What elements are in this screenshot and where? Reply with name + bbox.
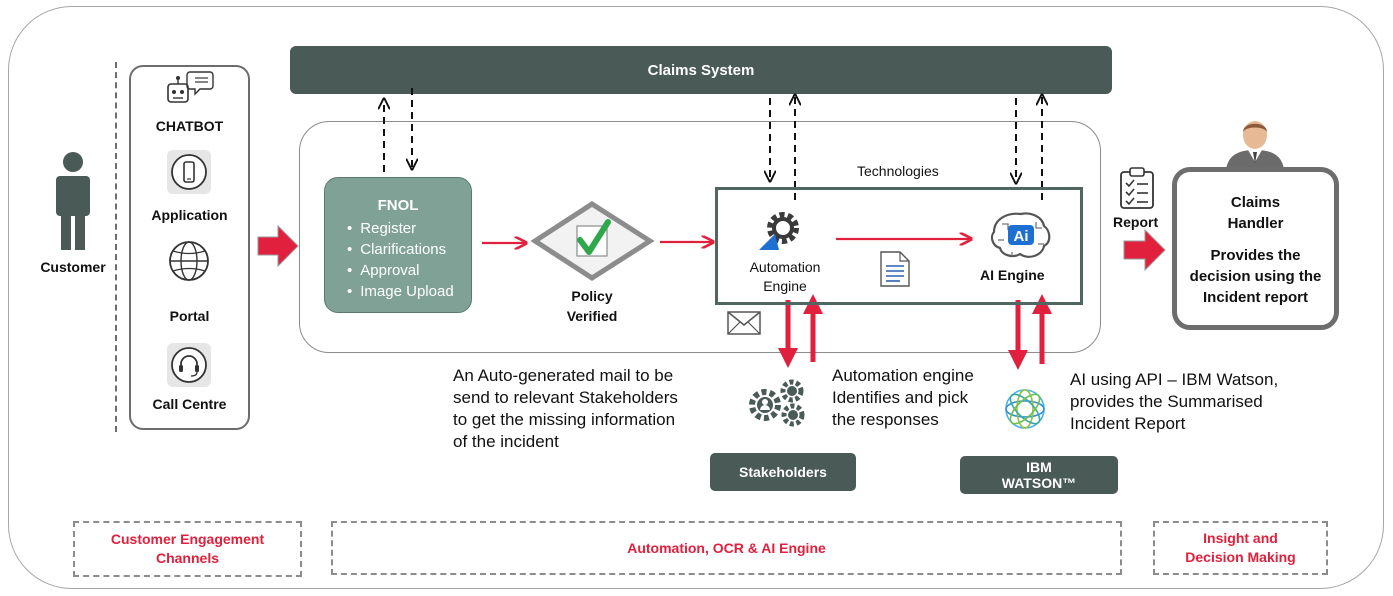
ibm-watson-label: IBM WATSON™ xyxy=(960,456,1118,494)
document-icon xyxy=(880,251,910,287)
channel-separator xyxy=(115,62,117,432)
mail-note: An Auto-generated mail to be send to rel… xyxy=(453,366,678,451)
ai-note: AI using API – IBM Watson, provides the … xyxy=(1070,370,1279,433)
fnol-item-register: Register xyxy=(347,218,471,239)
channel-label-chatbot: CHATBOT xyxy=(155,118,224,134)
stakeholders-label: Stakeholders xyxy=(710,453,856,491)
claims-system-bar: Claims System xyxy=(290,46,1112,94)
mobile-phone-icon xyxy=(167,150,211,194)
customer-label: Customer xyxy=(40,259,106,275)
fnol-item-approval: Approval xyxy=(347,260,471,281)
footer-insight-decision: Insight and Decision Making xyxy=(1153,521,1328,575)
gear-cursor-icon xyxy=(759,212,799,250)
fnol-list: Register Clarifications Approval Image U… xyxy=(325,218,471,302)
fnol-title: FNOL xyxy=(377,197,419,214)
chatbot-icon xyxy=(167,71,214,103)
watson-globe-icon xyxy=(1005,389,1045,429)
technologies-label: Technologies xyxy=(857,163,939,179)
fnol-box: FNOL Register Clarifications Approval Im… xyxy=(324,177,472,313)
claims-handler-desc-3: Incident report xyxy=(1202,289,1308,306)
claims-handler-title-1: Claims xyxy=(1230,194,1281,211)
channels-to-fnol-arrow xyxy=(257,224,299,268)
ai-engine-label: AI Engine xyxy=(980,267,1045,283)
headset-icon xyxy=(167,343,211,387)
claims-system-label: Claims System xyxy=(647,61,755,79)
ai-brain-icon: Ai xyxy=(990,212,1051,258)
automation-note: Automation engine Identifies and pick th… xyxy=(832,366,974,429)
claims-handler-desc-2: decision using the xyxy=(1189,268,1322,285)
customer-icon xyxy=(56,152,90,250)
process-frame xyxy=(299,121,1101,353)
svg-text:Ai: Ai xyxy=(1014,228,1029,245)
claims-handler-title-2: Handler xyxy=(1227,215,1284,232)
checkmark-diamond-icon xyxy=(530,201,655,281)
diagram-frame xyxy=(8,6,1384,589)
technologies-box xyxy=(715,187,1083,305)
mail-icon xyxy=(727,311,761,335)
clipboard-checklist-icon xyxy=(1120,167,1154,209)
footer-automation-ocr-ai: Automation, OCR & AI Engine xyxy=(331,521,1122,575)
report-label: Report xyxy=(1113,214,1159,230)
fnol-item-image-upload: Image Upload xyxy=(347,281,471,302)
channel-label-call-centre: Call Centre xyxy=(152,396,227,412)
report-to-handler-arrow xyxy=(1123,228,1166,272)
channel-label-portal: Portal xyxy=(169,308,210,324)
claims-handler-box: Claims Handler Provides the decision usi… xyxy=(1172,167,1339,330)
channel-label-application: Application xyxy=(151,207,228,223)
automation-engine-label: Automation Engine xyxy=(749,259,821,294)
policy-verified-label: Policy Verified xyxy=(566,288,618,324)
fnol-item-clarifications: Clarifications xyxy=(347,239,471,260)
footer-customer-engagement: Customer Engagement Channels xyxy=(73,521,302,577)
person-avatar-icon xyxy=(1226,121,1284,170)
claims-handler-desc-1: Provides the xyxy=(1210,247,1301,264)
people-gears-icon xyxy=(749,379,805,427)
globe-icon xyxy=(169,241,209,281)
channels-panel xyxy=(129,65,250,430)
